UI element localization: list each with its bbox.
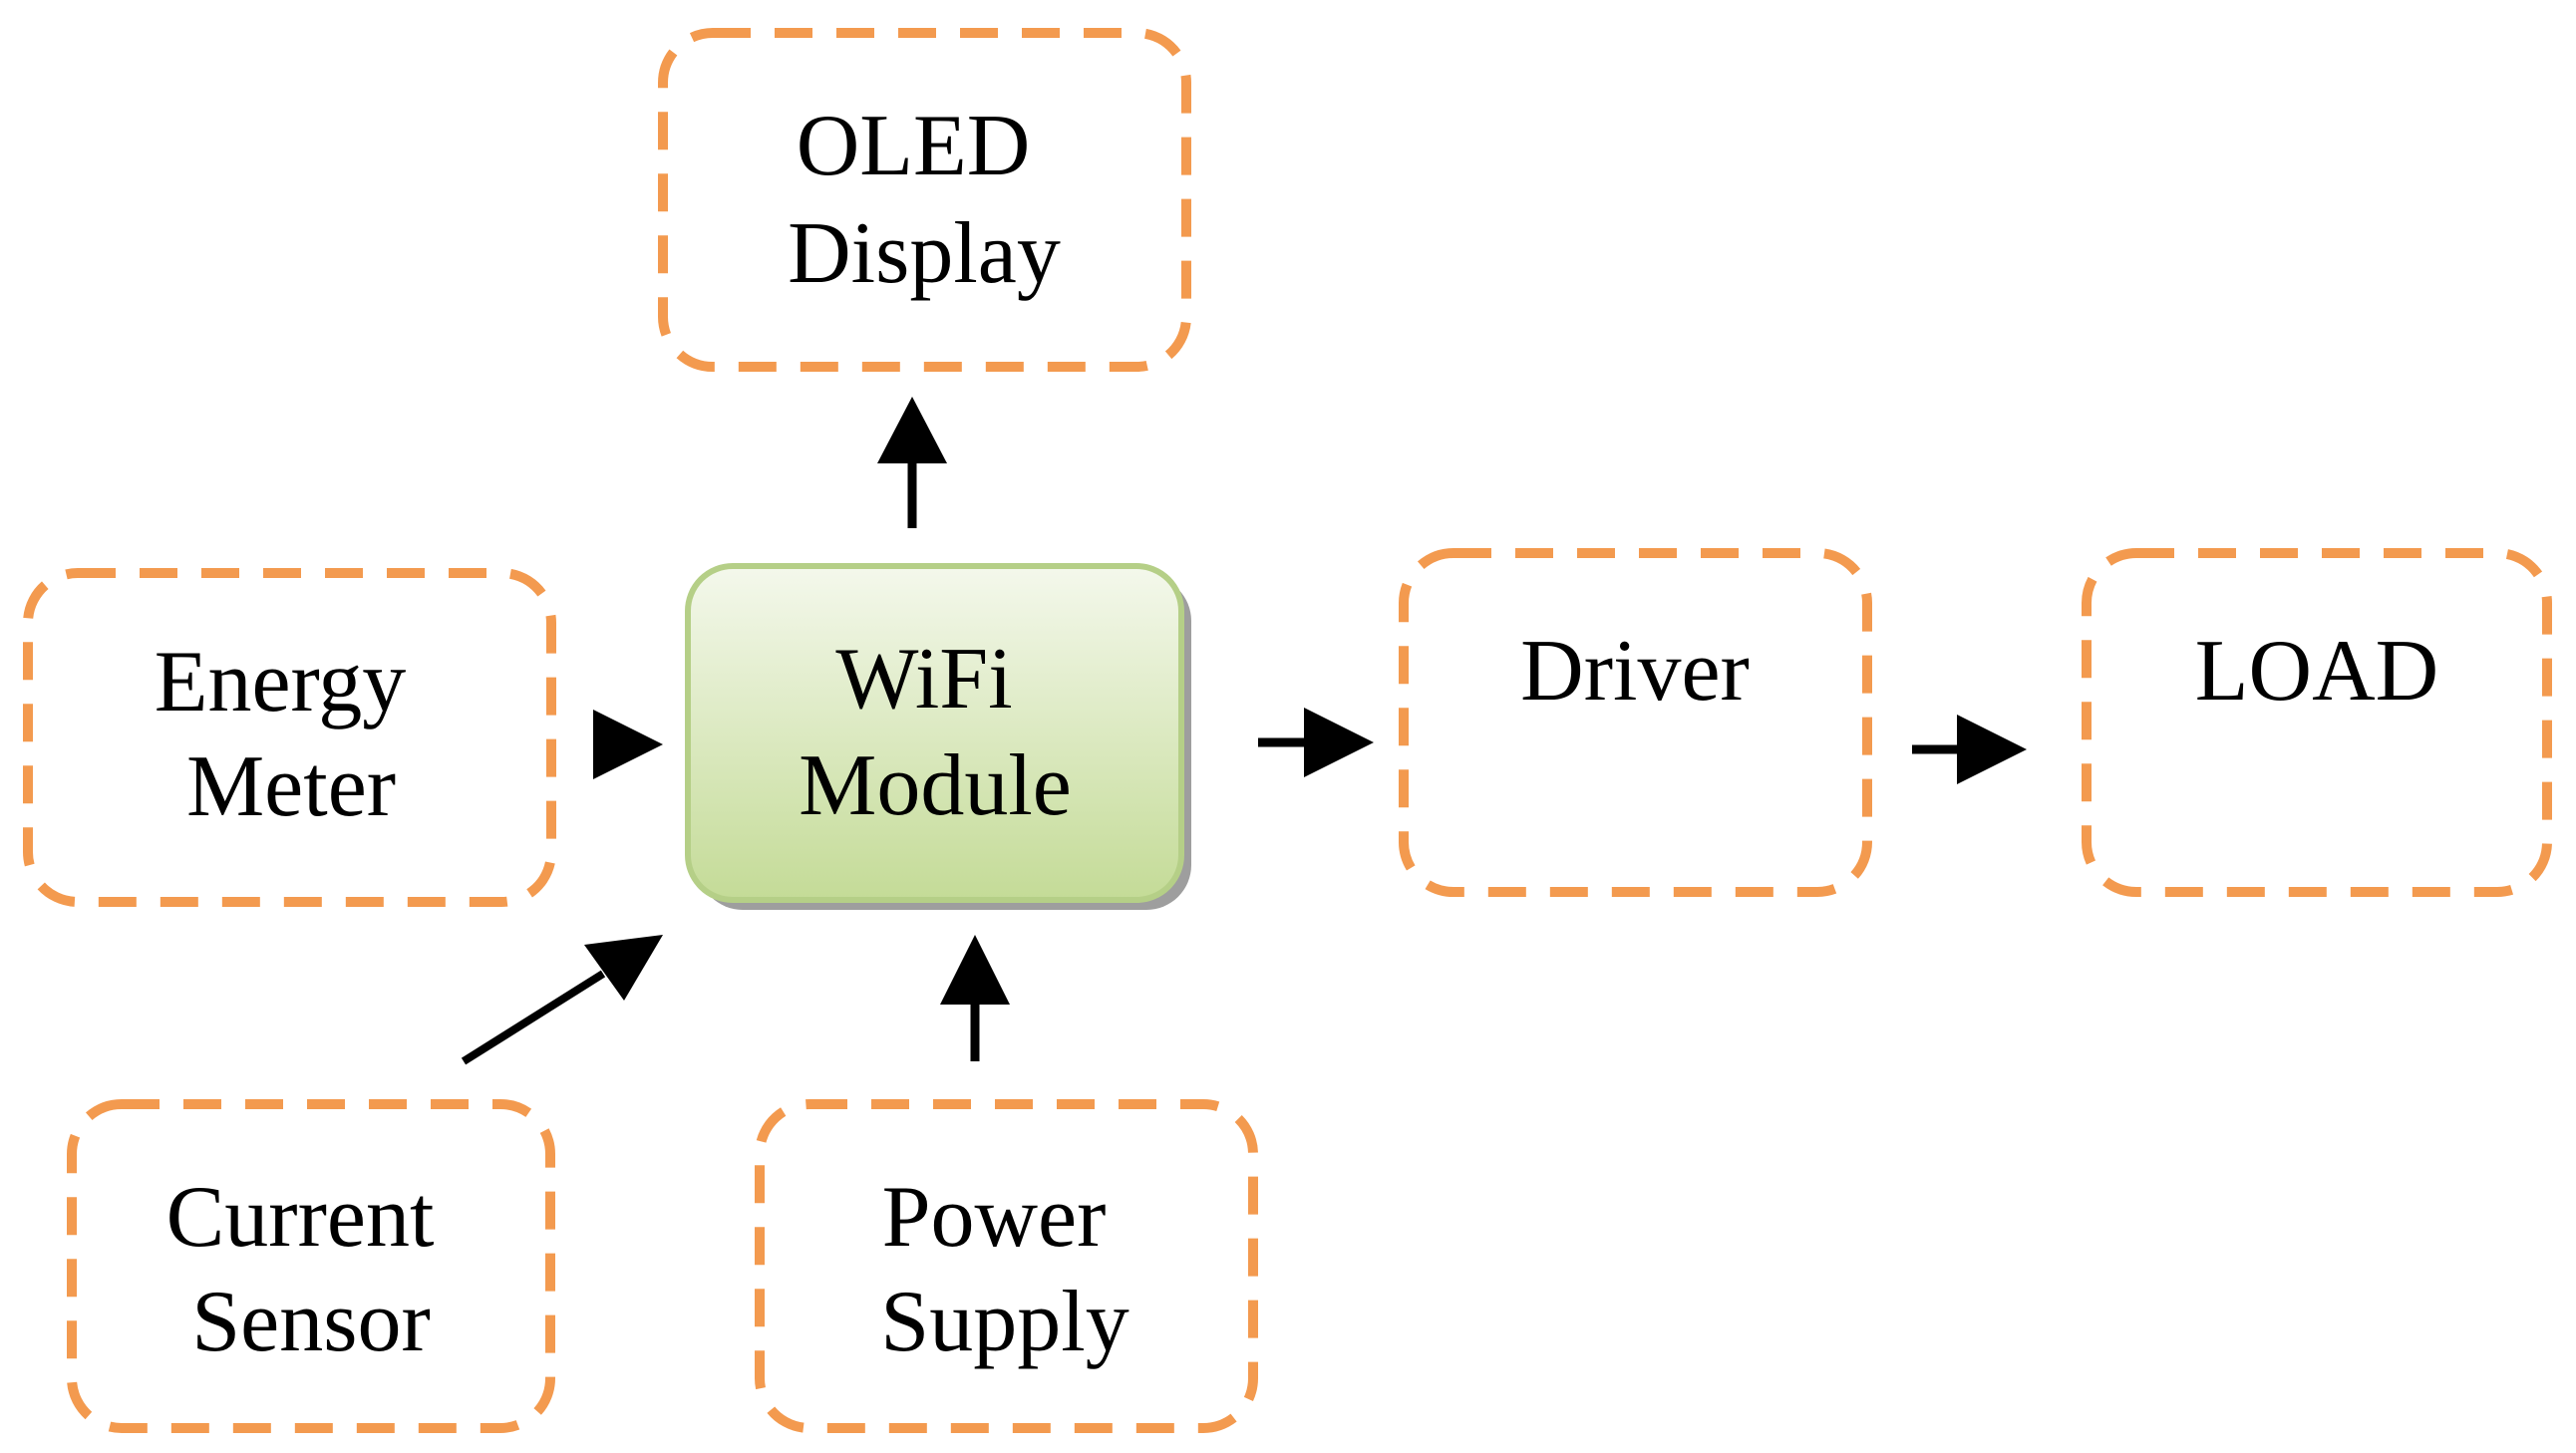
arrow-current-sensor-to-wifi xyxy=(461,935,663,1065)
energy-meter-label-line-2: Meter xyxy=(186,738,396,835)
wifi-module-block: WiFi Module xyxy=(685,563,1191,910)
arrow-energy-meter-to-wifi xyxy=(593,710,663,779)
oled-display-block: OLED Display xyxy=(658,28,1191,372)
arrow-wifi-to-driver xyxy=(1258,708,1374,777)
load-border xyxy=(2082,548,2552,897)
wifi-module-label-line-1: WiFi xyxy=(835,631,1012,727)
arrow-power-supply-to-wifi xyxy=(940,935,1010,1061)
power-supply-block: Power Supply xyxy=(755,1099,1258,1433)
energy-meter-border xyxy=(23,568,556,907)
svg-text:Energy Meter: Energy Meter xyxy=(155,634,429,835)
arrows xyxy=(461,397,2027,1065)
power-supply-label-line-2: Supply xyxy=(880,1274,1128,1370)
power-supply-border xyxy=(755,1099,1258,1433)
driver-border xyxy=(1399,548,1872,897)
current-sensor-label-line-2: Sensor xyxy=(191,1274,431,1370)
svg-text:Driver: Driver xyxy=(1520,623,1750,720)
oled-display-label-line-1: OLED xyxy=(797,98,1031,194)
energy-meter-block: Energy Meter xyxy=(23,568,556,907)
load-block: LOAD xyxy=(2082,548,2552,897)
svg-text:LOAD: LOAD xyxy=(2195,623,2438,720)
wifi-module-box xyxy=(685,563,1184,903)
current-sensor-border xyxy=(67,1099,555,1433)
svg-text:Current Sensor: Current Sensor xyxy=(166,1169,457,1370)
svg-text:Power Supply: Power Supply xyxy=(880,1169,1128,1370)
energy-meter-label-line-1: Energy xyxy=(155,634,407,730)
arrow-wifi-to-oled xyxy=(877,397,947,528)
arrow-driver-to-load xyxy=(1912,715,2027,784)
driver-label-line-1: Driver xyxy=(1520,623,1750,720)
wifi-module-label-line-2: Module xyxy=(799,737,1072,834)
oled-display-label-line-2: Display xyxy=(788,205,1061,302)
current-sensor-block: Current Sensor xyxy=(67,1099,555,1433)
driver-block: Driver xyxy=(1399,548,1872,897)
power-supply-label-line-1: Power xyxy=(882,1169,1107,1266)
svg-text:OLED Display: OLED Display xyxy=(788,98,1061,302)
oled-display-border xyxy=(658,28,1191,372)
load-label-line-1: LOAD xyxy=(2195,623,2438,720)
svg-text:WiFi Module: WiFi Module xyxy=(799,631,1072,834)
current-sensor-label-line-1: Current xyxy=(166,1169,435,1266)
